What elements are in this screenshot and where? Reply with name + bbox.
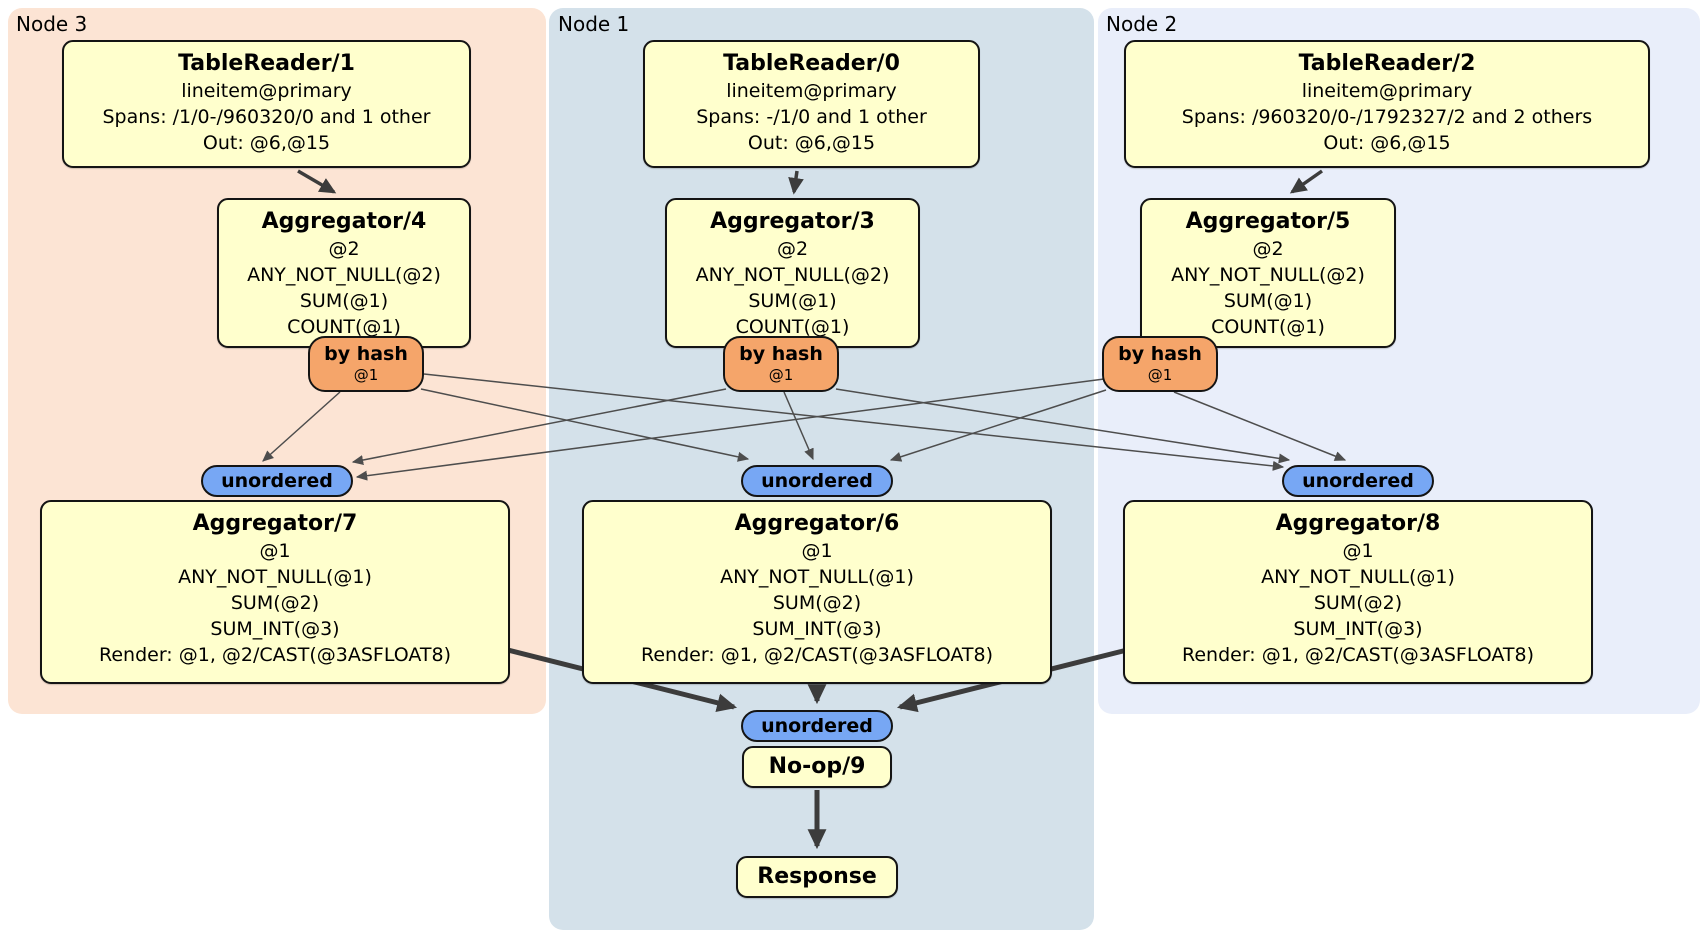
processor-title: Aggregator/5: [1185, 209, 1351, 234]
sync-unordered-6: unordered: [741, 465, 893, 497]
processor-index: lineitem@primary: [726, 80, 897, 102]
processor-aggregator-3: Aggregator/3 @2 ANY_NOT_NULL(@2) SUM(@1)…: [665, 198, 920, 348]
sync-unordered-9: unordered: [741, 710, 893, 742]
processor-detail: ANY_NOT_NULL(@1): [1261, 566, 1455, 588]
router-by-hash-3: by hash @1: [723, 336, 839, 392]
processor-tablereader-0: TableReader/0 lineitem@primary Spans: -/…: [643, 40, 980, 168]
processor-detail: SUM(@1): [1223, 290, 1313, 312]
sync-label: unordered: [1302, 470, 1414, 492]
processor-spans: Spans: /960320/0-/1792327/2 and 2 others: [1181, 106, 1593, 128]
processor-detail: SUM_INT(@3): [752, 618, 882, 640]
processor-noop-9: No-op/9: [742, 746, 892, 788]
processor-tablereader-1: TableReader/1 lineitem@primary Spans: /1…: [62, 40, 471, 168]
router-by-hash-4: by hash @1: [308, 336, 424, 392]
processor-detail: @2: [1252, 238, 1284, 260]
sync-unordered-8: unordered: [1282, 465, 1434, 497]
processor-detail: SUM_INT(@3): [210, 618, 340, 640]
processor-tablereader-2: TableReader/2 lineitem@primary Spans: /9…: [1124, 40, 1650, 168]
sync-unordered-7: unordered: [201, 465, 353, 497]
processor-detail: COUNT(@1): [1211, 316, 1325, 338]
processor-detail: SUM(@1): [299, 290, 389, 312]
panel-label-node-1: Node 1: [558, 12, 630, 36]
processor-index: lineitem@primary: [181, 80, 352, 102]
processor-detail: @1: [1342, 540, 1374, 562]
processor-title: Aggregator/6: [734, 511, 900, 536]
processor-detail: @1: [801, 540, 833, 562]
panel-label-node-2: Node 2: [1106, 12, 1178, 36]
processor-detail: @1: [259, 540, 291, 562]
router-hash-column: @1: [1147, 366, 1173, 384]
processor-render: Render: @1, @2/CAST(@3ASFLOAT8): [1182, 644, 1534, 666]
processor-out: Out: @6,@15: [202, 132, 331, 154]
processor-title: TableReader/1: [178, 51, 355, 76]
processor-detail: ANY_NOT_NULL(@2): [1171, 264, 1365, 286]
processor-detail: SUM(@1): [748, 290, 837, 312]
processor-aggregator-7: Aggregator/7 @1 ANY_NOT_NULL(@1) SUM(@2)…: [40, 500, 510, 684]
processor-detail: ANY_NOT_NULL(@2): [695, 264, 890, 286]
processor-detail: SUM_INT(@3): [1293, 618, 1423, 640]
processor-title: Aggregator/3: [710, 209, 875, 234]
processor-out: Out: @6,@15: [1323, 132, 1451, 154]
processor-spans: Spans: /1/0-/960320/0 and 1 other: [102, 106, 431, 128]
processor-detail: SUM(@2): [230, 592, 320, 614]
processor-aggregator-6: Aggregator/6 @1 ANY_NOT_NULL(@1) SUM(@2)…: [582, 500, 1052, 684]
processor-detail: @2: [328, 238, 360, 260]
router-hash-column: @1: [768, 366, 794, 384]
processor-response: Response: [736, 856, 898, 898]
processor-index: lineitem@primary: [1301, 80, 1473, 102]
router-hash-column: @1: [353, 366, 379, 384]
sync-label: unordered: [221, 470, 333, 492]
panel-label-node-3: Node 3: [16, 12, 88, 36]
processor-aggregator-8: Aggregator/8 @1 ANY_NOT_NULL(@1) SUM(@2)…: [1123, 500, 1593, 684]
router-label: by hash: [739, 343, 823, 365]
processor-out: Out: @6,@15: [747, 132, 876, 154]
router-label: by hash: [324, 343, 408, 365]
sync-label: unordered: [761, 715, 873, 737]
processor-detail: ANY_NOT_NULL(@1): [720, 566, 914, 588]
processor-detail: COUNT(@1): [735, 316, 850, 338]
processor-title: TableReader/0: [723, 51, 900, 76]
processor-aggregator-5: Aggregator/5 @2 ANY_NOT_NULL(@2) SUM(@1)…: [1140, 198, 1396, 348]
processor-title: No-op/9: [768, 754, 866, 779]
router-by-hash-5: by hash @1: [1102, 336, 1218, 392]
processor-title: TableReader/2: [1298, 51, 1476, 76]
router-label: by hash: [1118, 343, 1202, 365]
processor-spans: Spans: -/1/0 and 1 other: [696, 106, 927, 128]
processor-detail: SUM(@2): [1313, 592, 1403, 614]
processor-detail: @2: [776, 238, 809, 260]
processor-title: Aggregator/4: [261, 209, 427, 234]
processor-title: Response: [757, 864, 877, 889]
processor-title: Aggregator/8: [1275, 511, 1441, 536]
processor-render: Render: @1, @2/CAST(@3ASFLOAT8): [99, 644, 451, 666]
processor-render: Render: @1, @2/CAST(@3ASFLOAT8): [641, 644, 993, 666]
processor-title: Aggregator/7: [192, 511, 358, 536]
processor-detail: ANY_NOT_NULL(@2): [247, 264, 441, 286]
processor-detail: SUM(@2): [772, 592, 862, 614]
processor-detail: COUNT(@1): [287, 316, 401, 338]
sync-label: unordered: [761, 470, 873, 492]
processor-detail: ANY_NOT_NULL(@1): [178, 566, 372, 588]
processor-aggregator-4: Aggregator/4 @2 ANY_NOT_NULL(@2) SUM(@1)…: [217, 198, 471, 348]
